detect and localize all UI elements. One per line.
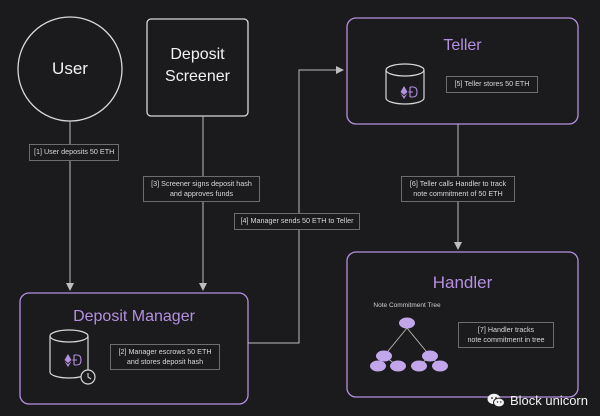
watermark: Block unicorn [487,393,588,408]
edge-manager-to-teller [248,66,344,344]
step6-label: [6] Teller calls Handler to track note c… [401,176,515,202]
teller-note-text: [5] Teller stores 50 ETH [454,79,530,88]
manager-database-icon [49,329,89,379]
watermark-text: Block unicorn [509,393,588,408]
manager-eth-icon [64,354,72,367]
handler-node [346,251,579,398]
manager-title: Deposit Manager [73,308,195,325]
step6-line2: note commitment of 50 ETH [413,189,503,198]
handler-note: [7] Handler tracks note commitment in tr… [458,322,554,348]
screener-label-line2: Screener [165,68,230,85]
teller-title: Teller [443,37,482,54]
manager-note-line2: and stores deposit hash [126,357,204,366]
eth-icon [400,86,408,99]
manager-node [19,292,249,405]
manager-note: [2] Manager escrows 50 ETH and stores de… [110,344,220,370]
step4-label: [4] Manager sends 50 ETH to Teller [234,213,360,230]
note-commitment-tree [370,317,448,372]
step3-label: [3] Screener signs deposit hash and appr… [143,176,260,202]
user-label: User [52,59,88,78]
manager-note-line1: [2] Manager escrows 50 ETH [118,347,212,356]
step6-line1: [6] Teller calls Handler to track [409,179,507,188]
teller-node [346,17,579,125]
wechat-icon [487,393,505,408]
screener-node [146,18,249,117]
step4-text: [4] Manager sends 50 ETH to Teller [240,216,354,225]
step3-line2: and approves funds [169,189,234,198]
step1-label: [1] User deposits 50 ETH [29,144,119,161]
handler-title: Handler [432,273,493,292]
step1-text: [1] User deposits 50 ETH [34,147,115,156]
handler-note-line2: note commitment in tree [467,335,545,344]
step3-line1: [3] Screener signs deposit hash [151,179,252,188]
tree-label: Note Commitment Tree [373,302,441,309]
screener-label-line1: Deposit [170,46,225,63]
manager-dai-icon [72,354,82,366]
dai-icon [408,86,418,98]
teller-note: [5] Teller stores 50 ETH [446,76,538,93]
database-icon [385,63,425,105]
clock-icon [80,369,96,385]
handler-note-line1: [7] Handler tracks [477,325,535,334]
